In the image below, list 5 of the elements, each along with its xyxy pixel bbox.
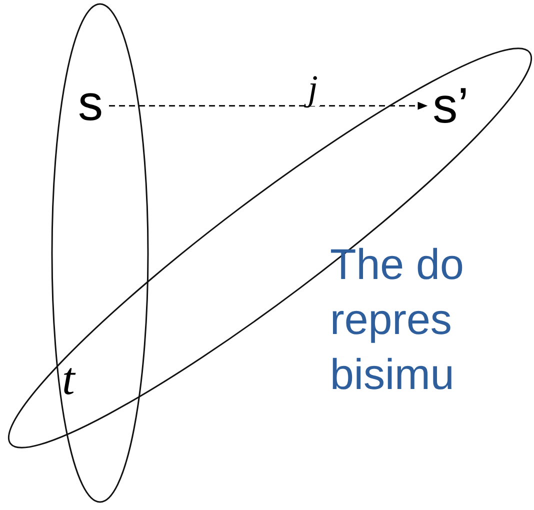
description-text: The do repres bisimu: [330, 240, 465, 401]
dashed-arrow: [109, 102, 428, 110]
state-label: s: [78, 75, 103, 131]
state-label: t: [62, 353, 75, 404]
state-label: s’: [432, 78, 469, 134]
